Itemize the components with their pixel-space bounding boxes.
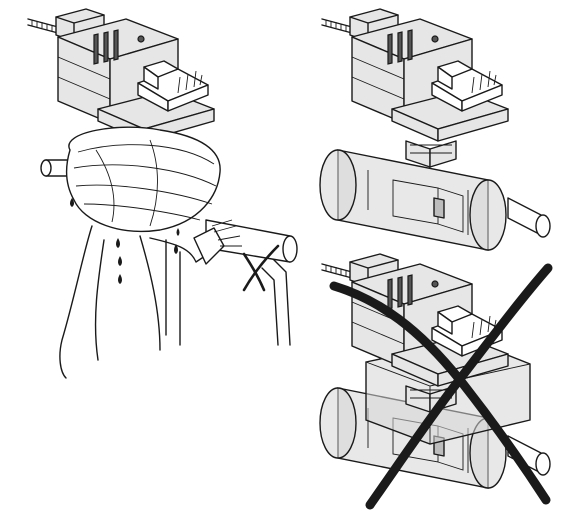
large-cross-mark [329, 263, 553, 510]
panel-left-wet-cloth [27, 8, 298, 379]
pipe-riser-1 [165, 239, 181, 346]
pipe-end [282, 235, 298, 263]
panel-bottom-right-crossed-out [319, 253, 553, 510]
wet-cloth-wrap [65, 126, 221, 233]
water-droplets [70, 198, 180, 284]
actuator-top-right [321, 8, 509, 168]
panel-top-right-insulated-valve [319, 8, 551, 251]
pipe-riser-2 [261, 257, 291, 346]
hand-outline [59, 225, 161, 379]
small-cross-mark [242, 244, 280, 292]
